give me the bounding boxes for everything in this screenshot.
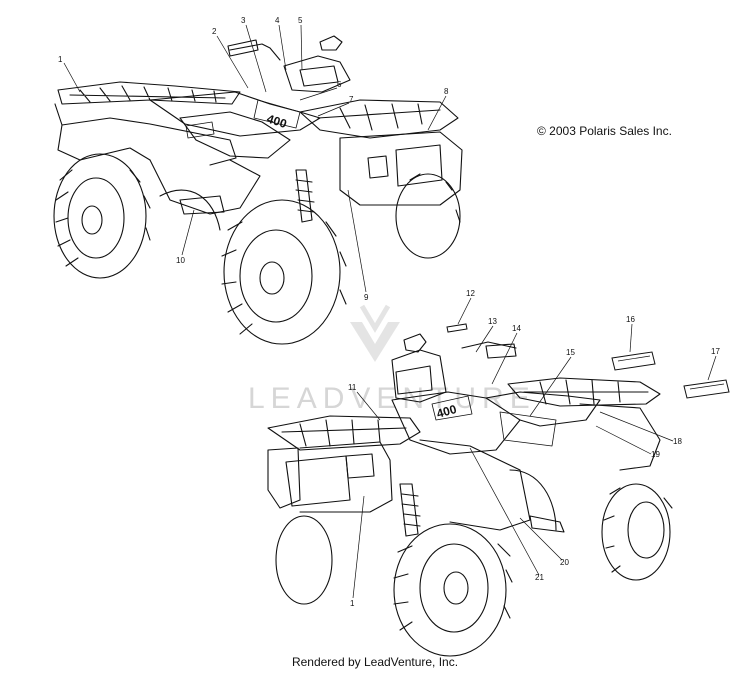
- decal-400-top: 400: [265, 112, 289, 132]
- callout-20: 20: [560, 558, 569, 567]
- callout-15: 15: [566, 348, 575, 357]
- callout-21: 21: [535, 573, 544, 582]
- callout-14: 14: [512, 324, 521, 333]
- callout-9: 9: [364, 293, 369, 302]
- callout-11: 11: [348, 383, 357, 392]
- watermark-text: LEADVENTURE: [248, 382, 536, 415]
- callout-7: 7: [349, 95, 354, 104]
- callout-labels: 1 2 3 4 5 6 7 8 9 10 11 12 13 14 15 16 1…: [58, 16, 720, 608]
- callout-12: 12: [466, 289, 475, 298]
- loose-decals: [446, 323, 730, 399]
- atv-top-illustration: [53, 35, 463, 345]
- callout-8: 8: [444, 87, 449, 96]
- callout-16: 16: [626, 315, 635, 324]
- callout-10: 10: [176, 256, 185, 265]
- callout-1-bottom: 1: [350, 599, 355, 608]
- render-credit: Rendered by LeadVenture, Inc.: [291, 655, 459, 669]
- callout-2: 2: [212, 27, 217, 36]
- watermark-logo: [350, 304, 400, 362]
- atv-bottom-illustration: [267, 333, 673, 657]
- callout-13: 13: [488, 317, 497, 326]
- decal-piece-16: [611, 351, 656, 371]
- copyright-notice: © 2003 Polaris Sales Inc.: [537, 124, 672, 138]
- callout-5: 5: [298, 16, 303, 25]
- callout-19: 19: [651, 450, 660, 459]
- callout-1-top: 1: [58, 55, 63, 64]
- decal-piece-12: [446, 323, 468, 333]
- callout-4: 4: [275, 16, 280, 25]
- decal-piece-17: [683, 379, 730, 399]
- leader-lines: [63, 24, 717, 599]
- callout-18: 18: [673, 437, 682, 446]
- callout-17: 17: [711, 347, 720, 356]
- decal-400-bottom: 400: [435, 402, 458, 421]
- callout-3: 3: [241, 16, 246, 25]
- callout-6: 6: [337, 80, 342, 89]
